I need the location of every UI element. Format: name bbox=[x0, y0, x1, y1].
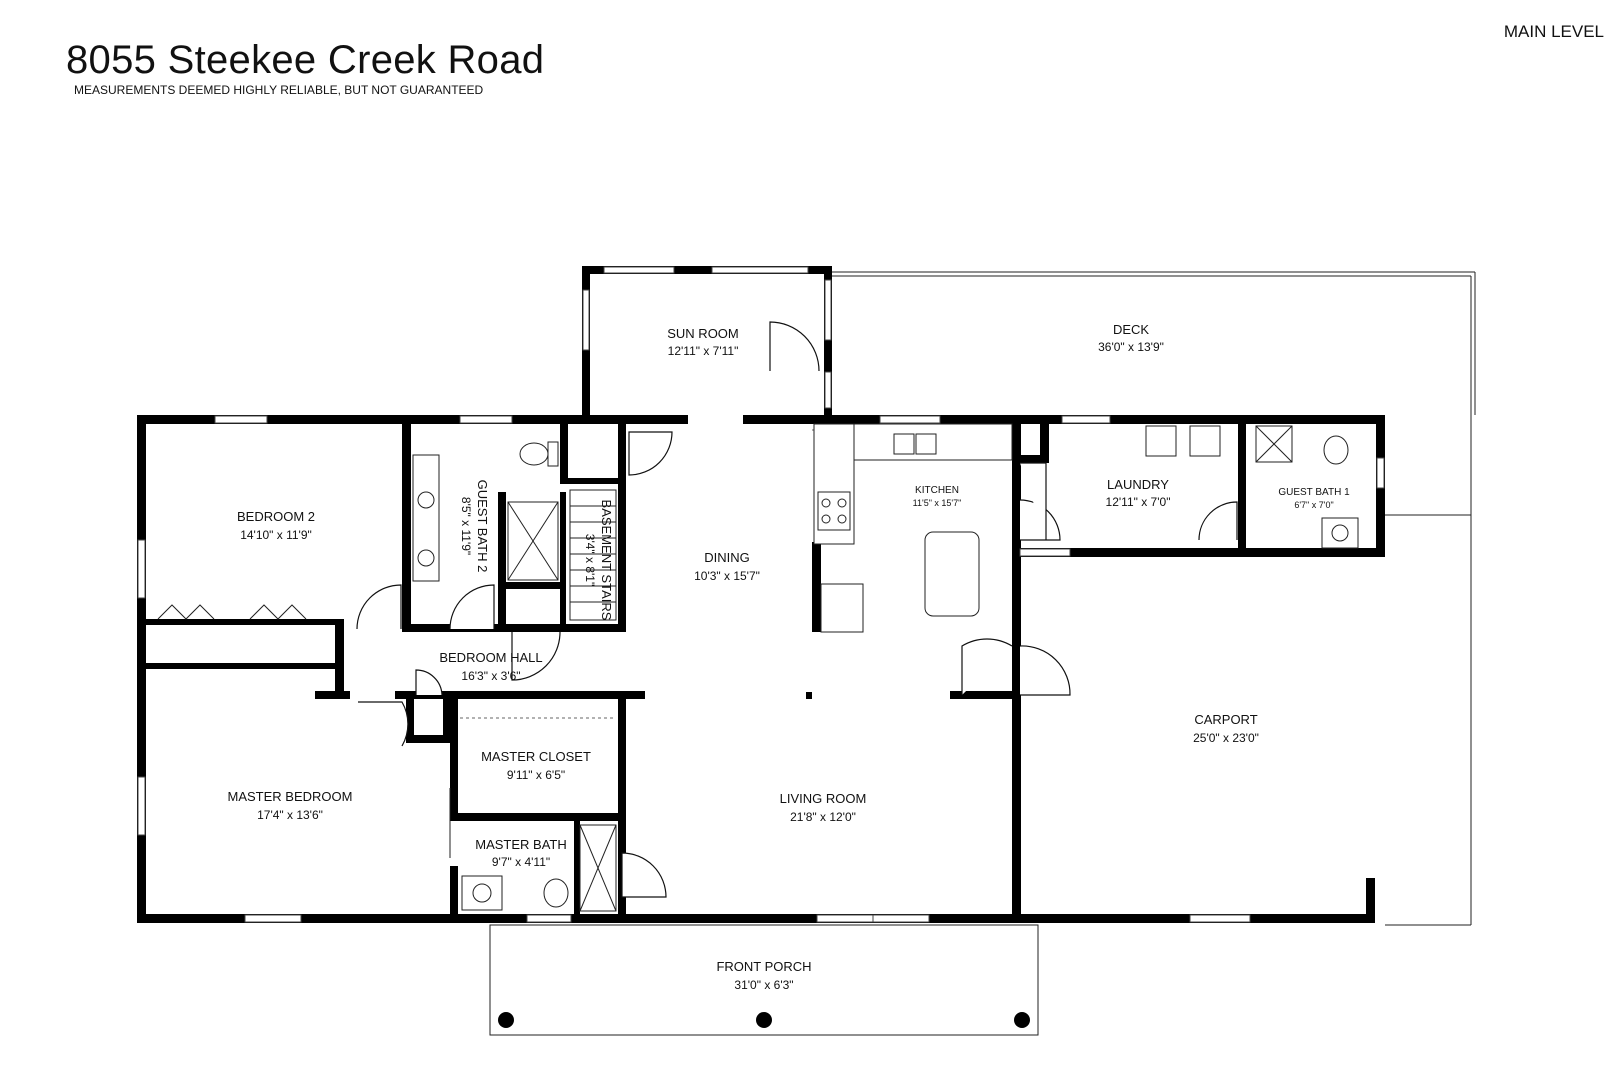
room-dims-master-closet: 9'11" x 6'5" bbox=[507, 768, 565, 782]
room-name-dining: DINING bbox=[704, 550, 750, 565]
room-dims-laundry: 12'11" x 7'0" bbox=[1106, 495, 1171, 509]
sink-icon bbox=[915, 433, 937, 455]
fixtures bbox=[157, 423, 1359, 912]
room-dims-sun-room: 12'11" x 7'11" bbox=[668, 344, 739, 358]
toilet-icon bbox=[519, 442, 549, 466]
room-dims-bedroom-2: 14'10" x 11'9" bbox=[240, 528, 312, 542]
guest-bath-1-door bbox=[1198, 501, 1238, 541]
hall-linen-door bbox=[415, 669, 443, 696]
room-dims-living-room: 21'8" x 12'0" bbox=[790, 810, 856, 824]
room-name-bedroom-hall: BEDROOM HALL bbox=[439, 650, 542, 665]
carport-door-right bbox=[1019, 645, 1071, 696]
stairs-icon bbox=[569, 489, 617, 621]
room-dims-basement-stairs: 3'4" x 8'1" bbox=[583, 534, 597, 586]
dryer bbox=[1189, 425, 1221, 457]
room-name-deck: DECK bbox=[1113, 322, 1149, 337]
kitchen-island bbox=[924, 531, 980, 617]
room-dims-kitchen: 11'5" x 15'7" bbox=[913, 498, 962, 508]
sink-icon bbox=[472, 883, 492, 903]
room-name-master-bedroom: MASTER BEDROOM bbox=[228, 789, 353, 804]
room-dims-guest-bath-2: 8'5" x 11'9" bbox=[459, 497, 473, 555]
dining-closet-door bbox=[628, 431, 673, 476]
deck-outline bbox=[828, 271, 1476, 516]
interior-walls bbox=[137, 415, 1255, 923]
front-door bbox=[621, 852, 667, 898]
bedroom-2-door bbox=[356, 584, 402, 630]
closet-door bbox=[249, 604, 307, 620]
washer bbox=[1145, 425, 1177, 457]
sun-room-walls bbox=[582, 266, 832, 420]
room-name-master-bath: MASTER BATH bbox=[475, 837, 567, 852]
page-title: 8055 Steekee Creek Road bbox=[66, 38, 545, 82]
room-name-front-porch: FRONT PORCH bbox=[716, 959, 811, 974]
closet-door bbox=[157, 604, 215, 620]
guest-bath-2-door bbox=[449, 584, 495, 630]
porch-post bbox=[756, 1012, 772, 1028]
master-bedroom-door bbox=[358, 701, 409, 747]
porch-post bbox=[1014, 1012, 1030, 1028]
room-dims-deck: 36'0" x 13'9" bbox=[1098, 340, 1164, 354]
room-dims-bedroom-hall: 16'3" x 3'6" bbox=[461, 669, 520, 683]
doors bbox=[356, 321, 1238, 898]
carport-door-left bbox=[961, 638, 1013, 695]
level-label: MAIN LEVEL bbox=[1503, 22, 1604, 41]
room-name-basement-stairs: BASEMENT STAIRS bbox=[599, 500, 614, 621]
sink-icon bbox=[417, 491, 435, 509]
sink-icon bbox=[893, 433, 915, 455]
room-name-living-room: LIVING ROOM bbox=[780, 791, 867, 806]
toilet-icon bbox=[1323, 435, 1349, 465]
room-name-bedroom-2: BEDROOM 2 bbox=[237, 509, 315, 524]
room-name-laundry: LAUNDRY bbox=[1107, 477, 1169, 492]
room-dims-dining: 10'3" x 15'7" bbox=[694, 569, 760, 583]
room-dims-master-bedroom: 17'4" x 13'6" bbox=[257, 808, 323, 822]
room-dims-front-porch: 31'0" x 6'3" bbox=[734, 978, 793, 992]
room-name-kitchen: KITCHEN bbox=[915, 485, 959, 496]
sink-icon bbox=[1331, 524, 1349, 542]
carport-outline bbox=[1385, 415, 1472, 926]
measurement-disclaimer: MEASUREMENTS DEEMED HIGHLY RELIABLE, BUT… bbox=[74, 83, 484, 97]
room-name-carport: CARPORT bbox=[1194, 712, 1257, 727]
room-name-guest-bath-1: GUEST BATH 1 bbox=[1278, 487, 1350, 498]
room-name-guest-bath-2: GUEST BATH 2 bbox=[475, 480, 490, 573]
sun-room-door bbox=[769, 321, 820, 372]
stairs-door bbox=[511, 631, 561, 681]
room-labels: SUN ROOM 12'11" x 7'11" DECK 36'0" x 13'… bbox=[228, 322, 1351, 992]
porch-post bbox=[498, 1012, 514, 1028]
sink-icon bbox=[417, 549, 435, 567]
room-dims-master-bath: 9'7" x 4'11" bbox=[492, 855, 550, 869]
refrigerator bbox=[820, 583, 864, 633]
room-name-sun-room: SUN ROOM bbox=[667, 326, 739, 341]
room-name-master-closet: MASTER CLOSET bbox=[481, 749, 591, 764]
room-dims-guest-bath-1: 6'7" x 7'0" bbox=[1294, 500, 1333, 510]
room-dims-carport: 25'0" x 23'0" bbox=[1193, 731, 1259, 745]
front-porch-outline bbox=[489, 924, 1039, 1036]
toilet-icon bbox=[543, 878, 569, 908]
stove-icon bbox=[817, 491, 851, 531]
